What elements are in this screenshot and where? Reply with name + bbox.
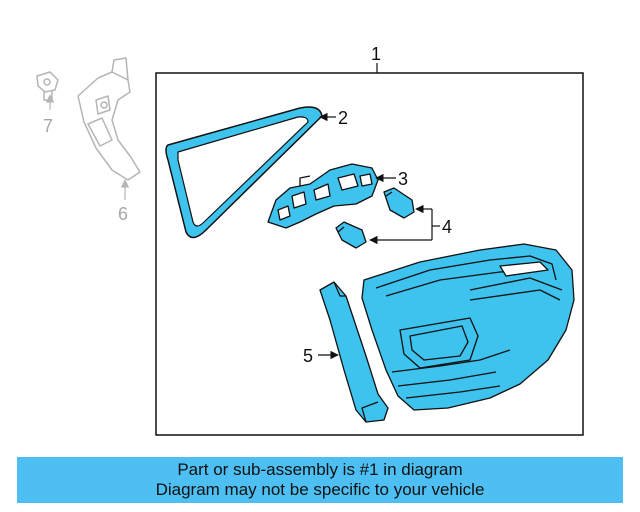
info-banner: Part or sub-assembly is #1 in diagram Di… <box>17 457 623 503</box>
nut-7[interactable] <box>36 71 59 101</box>
bulb-upper[interactable] <box>383 187 415 219</box>
leader-4 <box>369 204 440 245</box>
tail-lamp-assembly[interactable] <box>361 243 575 411</box>
banner-line-2: Diagram may not be specific to your vehi… <box>155 480 485 499</box>
bulb-lower[interactable] <box>335 221 367 249</box>
trim-panel-5[interactable] <box>319 281 389 423</box>
callout-6: 6 <box>118 204 128 224</box>
callout-7: 7 <box>43 116 53 136</box>
callout-4: 4 <box>442 217 452 237</box>
callout-5: 5 <box>303 346 313 366</box>
callout-3: 3 <box>398 169 408 189</box>
socket-3[interactable] <box>267 163 379 229</box>
gasket-2[interactable] <box>165 106 323 239</box>
parts-diagram: 7 6 1 2 3 <box>36 44 584 436</box>
bracket-6[interactable] <box>77 57 141 181</box>
banner-line-1: Part or sub-assembly is #1 in diagram <box>177 460 463 479</box>
callout-1: 1 <box>371 44 381 64</box>
reference-parts: 7 6 <box>36 57 141 224</box>
callout-2: 2 <box>338 108 348 128</box>
assembly-frame <box>155 72 584 436</box>
